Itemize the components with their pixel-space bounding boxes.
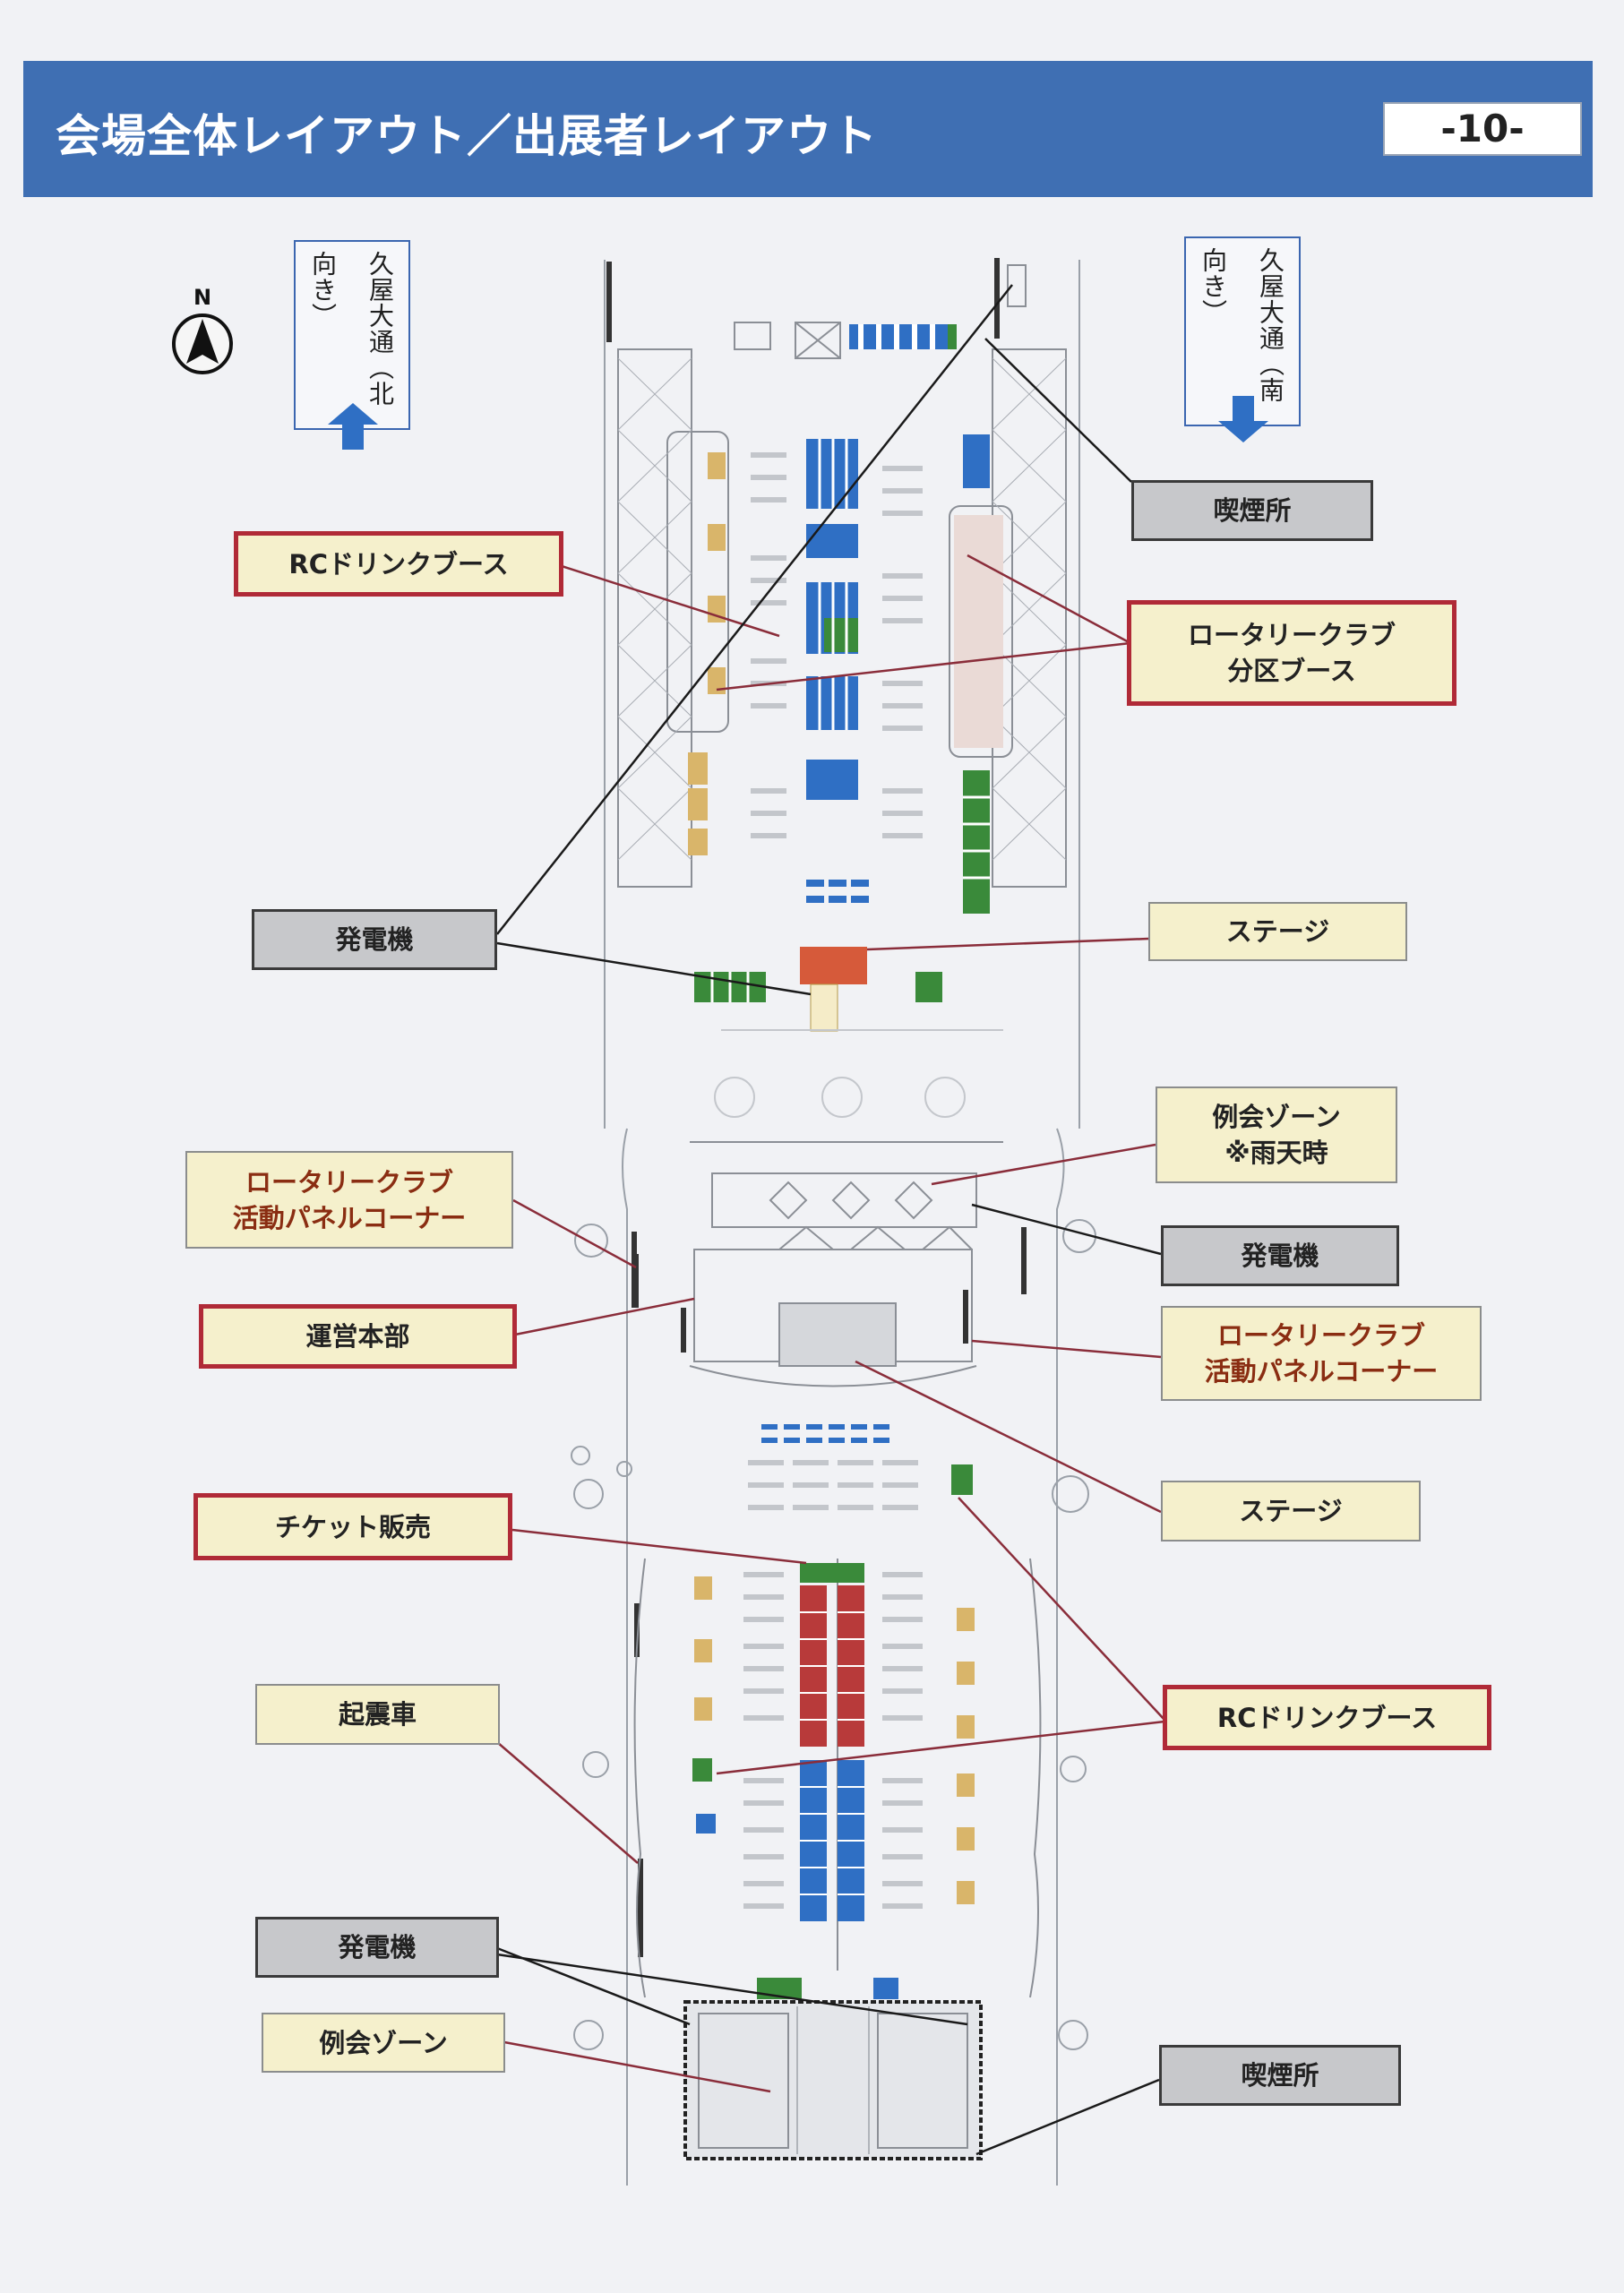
south-booth-stripes — [800, 1611, 864, 1895]
generator-callout-middle: 発電機 — [1161, 1225, 1399, 1286]
stage-callout-north: ステージ — [1148, 902, 1407, 961]
trees — [571, 1219, 1096, 2050]
bottom-reikai-zone — [683, 2000, 983, 2160]
rotary-panel-corner-callout-right: ロータリークラブ 活動パネルコーナー — [1161, 1306, 1482, 1401]
north-compass-icon: N — [172, 285, 233, 374]
north-entrance — [734, 264, 1027, 359]
generator-callout-north: 発電機 — [252, 909, 497, 970]
compass-north-letter: N — [193, 285, 211, 310]
north-arrow-icon — [328, 403, 378, 450]
north-small-booths — [806, 880, 869, 903]
title-bar: 会場全体レイアウト／出展者レイアウト -10- — [23, 61, 1593, 197]
operations-hq-callout: 運営本部 — [199, 1304, 517, 1369]
middle-table-rows — [748, 1460, 918, 1510]
south-road-direction-box: 久屋大通（南向き） — [1184, 236, 1301, 426]
north-booth-stripes — [710, 439, 990, 1002]
earthquake-simulator-callout: 起震車 — [255, 1684, 500, 1745]
rotary-panel-corner-callout-left: ロータリークラブ 活動パネルコーナー — [185, 1151, 513, 1249]
north-plaza-circles — [714, 1029, 1003, 1118]
north-entrance-booths — [849, 324, 957, 349]
north-tan-booths — [688, 452, 726, 855]
south-info-booth — [696, 1814, 716, 1834]
north-blue-booths — [694, 434, 990, 1002]
smoking-area-callout-north: 喫煙所 — [1131, 480, 1373, 541]
north-table-rows — [751, 452, 923, 838]
rotary-branch-booth-callout: ロータリークラブ 分区ブース — [1127, 600, 1456, 706]
generator-callout-south: 発電機 — [255, 1917, 499, 1978]
callout-leader-lines — [496, 284, 1165, 2156]
smoking-area-callout-south: 喫煙所 — [1159, 2045, 1401, 2106]
middle-drink-booth — [951, 1464, 973, 1495]
south-arrow-icon — [1218, 396, 1268, 442]
middle-panels — [632, 1254, 968, 1353]
south-table-rows — [743, 1572, 923, 1909]
rc-drink-booth-callout-north: RCドリンクブース — [234, 531, 563, 597]
south-entry-booths — [757, 1978, 898, 1999]
south-drink-booth — [692, 1758, 712, 1782]
north-stage — [800, 947, 867, 984]
reikai-zone-rain-callout: 例会ゾーン ※雨天時 — [1156, 1086, 1397, 1183]
page-title: 会場全体レイアウト／出展者レイアウト — [56, 110, 878, 162]
middle-small-booths — [761, 1424, 889, 1443]
rc-drink-booth-callout-south: RCドリンクブース — [1163, 1685, 1491, 1750]
south-road-label: 久屋大通（南向き） — [1199, 247, 1285, 403]
south-tan-booths — [694, 1576, 975, 1904]
page-number: -10- — [1383, 102, 1582, 156]
north-road-label: 久屋大通（北向き） — [308, 251, 395, 407]
reikai-zone-callout: 例会ゾーン — [262, 2013, 505, 2073]
middle-section — [689, 1141, 1003, 1387]
ticket-sales-callout: チケット販売 — [193, 1493, 512, 1560]
north-section-frames — [617, 348, 1067, 888]
stage-callout-middle: ステージ — [1161, 1481, 1421, 1542]
park-outline — [604, 260, 1080, 2186]
